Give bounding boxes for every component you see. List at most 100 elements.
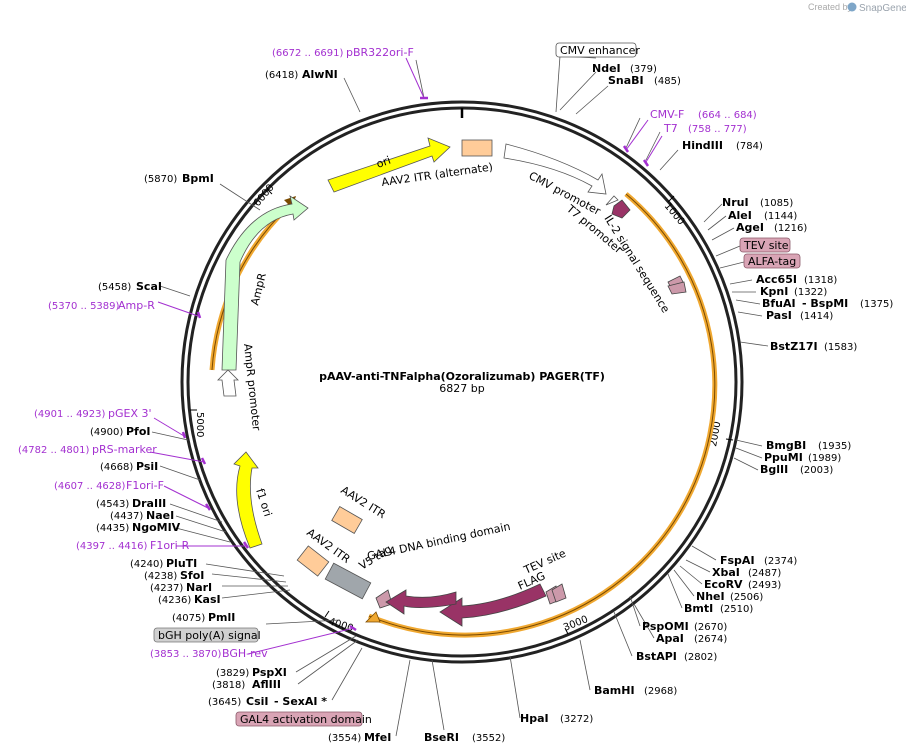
enzyme-pluti[interactable]: PluTI xyxy=(166,557,197,570)
enzyme-pasi[interactable]: PasI xyxy=(766,309,792,322)
box-alfa-tag[interactable] xyxy=(743,253,801,269)
enzyme-xbai[interactable]: XbaI xyxy=(712,566,740,579)
primer-pbr322-name: pBR322ori-F xyxy=(346,46,414,59)
enzyme-nari-pos: (4237) xyxy=(150,583,183,594)
feature-gal4-dbd-2[interactable] xyxy=(385,589,457,615)
primer-f1orir-name: F1ori-R xyxy=(150,539,190,552)
enzyme-bglii[interactable]: BglII xyxy=(760,463,788,476)
feature-il2-signal[interactable] xyxy=(611,199,631,219)
feature-v5-tag[interactable] xyxy=(324,562,372,600)
enzyme-bseri[interactable]: BseRI xyxy=(424,731,459,744)
feature-f1-ori[interactable] xyxy=(233,451,263,549)
orf-main-arrowhead xyxy=(365,611,381,623)
enzyme-mfei-pos: (3554) xyxy=(328,733,361,744)
enzyme-csii[interactable]: CsiI xyxy=(246,695,268,708)
enzyme-bpmi[interactable]: BpmI xyxy=(182,172,214,185)
enzyme-ngomiv[interactable]: NgoMIV xyxy=(132,521,181,534)
feature-aav2-itr-alt[interactable] xyxy=(461,139,493,157)
map-length: 6827 bp xyxy=(439,382,484,395)
enzyme-nari[interactable]: NarI xyxy=(186,581,212,594)
enzyme-bmti[interactable]: BmtI xyxy=(684,602,713,615)
enzyme-bstz17i[interactable]: BstZ17I xyxy=(770,340,818,353)
enzyme-afliii-pos: (3818) xyxy=(212,680,245,691)
enzyme-alei-pos: (1144) xyxy=(764,211,797,222)
primer-prs-pos: (4782 .. 4801) xyxy=(18,445,90,456)
enzyme-bamhi[interactable]: BamHI xyxy=(594,684,635,697)
enzyme-scai-pos: (5458) xyxy=(98,282,131,293)
box-cmv-enhancer[interactable] xyxy=(555,42,637,58)
enzyme-draiii-pos: (4543) xyxy=(96,499,129,510)
enzyme-ppumi-pos: (1989) xyxy=(808,453,841,464)
enzyme-bfuai[interactable]: BfuAI xyxy=(762,297,796,310)
enzyme-fspai[interactable]: FspAI xyxy=(720,554,755,567)
enzyme-ppumi[interactable]: PpuMI xyxy=(764,451,803,464)
enzyme-agei-pos: (1216) xyxy=(774,223,807,234)
credit-prefix: Created by xyxy=(808,2,853,12)
feature-alfa-tag[interactable] xyxy=(667,281,687,295)
primer-bgh-name: BGH-rev xyxy=(222,647,268,660)
enzyme-alwni[interactable]: AlwNI xyxy=(302,68,338,81)
enzyme-nrui[interactable]: NruI xyxy=(722,196,749,209)
label-tev-site: TEV site xyxy=(521,547,568,578)
enzyme-pfoi[interactable]: PfoI xyxy=(126,425,151,438)
bp-ticks: 1000 2000 3000 4000 5000 6000 xyxy=(190,182,734,635)
enzyme-pasi-pos: (1414) xyxy=(800,311,833,322)
enzyme-bstapi[interactable]: BstAPI xyxy=(636,650,677,663)
primer-marks xyxy=(181,96,650,632)
enzyme-alei[interactable]: AleI xyxy=(728,209,752,222)
enzyme-psii-pos: (4668) xyxy=(100,462,133,473)
enzyme-afliii[interactable]: AflIII xyxy=(252,678,281,691)
feature-cmv-promoter[interactable] xyxy=(503,143,607,195)
enzyme-naei[interactable]: NaeI xyxy=(146,509,174,522)
enzyme-ecorv[interactable]: EcoRV xyxy=(704,578,743,591)
feature-flag[interactable] xyxy=(551,583,567,603)
enzyme-hpai[interactable]: HpaI xyxy=(520,712,549,725)
box-gal4-activation[interactable] xyxy=(235,711,363,727)
enzyme-nhei[interactable]: NheI xyxy=(696,590,725,603)
enzyme-bstapi-pos: (2802) xyxy=(684,652,717,663)
enzyme-snabi[interactable]: SnaBI xyxy=(608,74,644,87)
label-f1-ori: f1 ori xyxy=(253,487,274,518)
enzyme-pmli[interactable]: PmlI xyxy=(208,611,235,624)
enzyme-alwni-pos: (6418) xyxy=(265,70,298,81)
box-tev-site[interactable] xyxy=(739,237,791,253)
enzyme-pfoi-pos: (4900) xyxy=(90,427,123,438)
feature-aav2-itr-2[interactable] xyxy=(296,545,330,577)
enzyme-kpni[interactable]: KpnI xyxy=(760,285,788,298)
enzyme-snabi-pos: (485) xyxy=(654,76,681,87)
enzyme-draiii[interactable]: DraIII xyxy=(132,497,166,510)
feature-ori[interactable] xyxy=(327,137,451,193)
feature-gal4-dbd-1[interactable] xyxy=(439,583,547,627)
label-gal4-dbd: GAL4 DNA binding domain xyxy=(366,520,512,563)
feature-v5-small[interactable] xyxy=(375,589,393,609)
snapgene-logo-icon xyxy=(847,2,857,12)
enzyme-bmgbi[interactable]: BmgBI xyxy=(766,439,806,452)
primer-prs-name: pRS-marker xyxy=(92,443,157,456)
feature-ampr[interactable] xyxy=(221,195,309,371)
box-bgh-polya[interactable] xyxy=(153,627,259,643)
primer-t7-pos: (758 .. 777) xyxy=(688,124,747,135)
enzyme-acc65i[interactable]: Acc65I xyxy=(756,273,797,286)
feature-ampr-promoter[interactable] xyxy=(217,369,239,397)
enzyme-naei-pos: (4437) xyxy=(110,511,143,522)
enzyme-scai[interactable]: ScaI xyxy=(136,280,162,293)
enzyme-hindiii[interactable]: HindIII xyxy=(682,139,723,152)
primer-ampr-name: Amp-R xyxy=(118,299,155,312)
enzyme-sfoi[interactable]: SfoI xyxy=(180,569,204,582)
enzyme-pspxi[interactable]: PspXI xyxy=(252,666,287,679)
enzyme-psii[interactable]: PsiI xyxy=(136,460,158,473)
enzyme-bspmi[interactable]: - BspMI xyxy=(802,297,848,310)
enzyme-agei[interactable]: AgeI xyxy=(736,221,764,234)
enzyme-kasi[interactable]: KasI xyxy=(194,593,221,606)
enzyme-pluti-pos: (4240) xyxy=(130,559,163,570)
enzyme-apai[interactable]: ApaI xyxy=(656,632,684,645)
orf-arc-main-center xyxy=(368,193,716,636)
feature-t7-promoter[interactable] xyxy=(605,195,619,206)
enzyme-pspomi[interactable]: PspOMI xyxy=(642,620,689,633)
enzyme-mfei[interactable]: MfeI xyxy=(364,731,391,744)
feature-aav2-itr-1[interactable] xyxy=(331,506,363,534)
primer-labels: (6672 .. 6691) pBR322ori-F CMV-F (664 ..… xyxy=(18,46,757,660)
enzyme-sexai[interactable]: - SexAI * xyxy=(274,695,327,708)
enzyme-ndei[interactable]: NdeI xyxy=(592,62,621,75)
